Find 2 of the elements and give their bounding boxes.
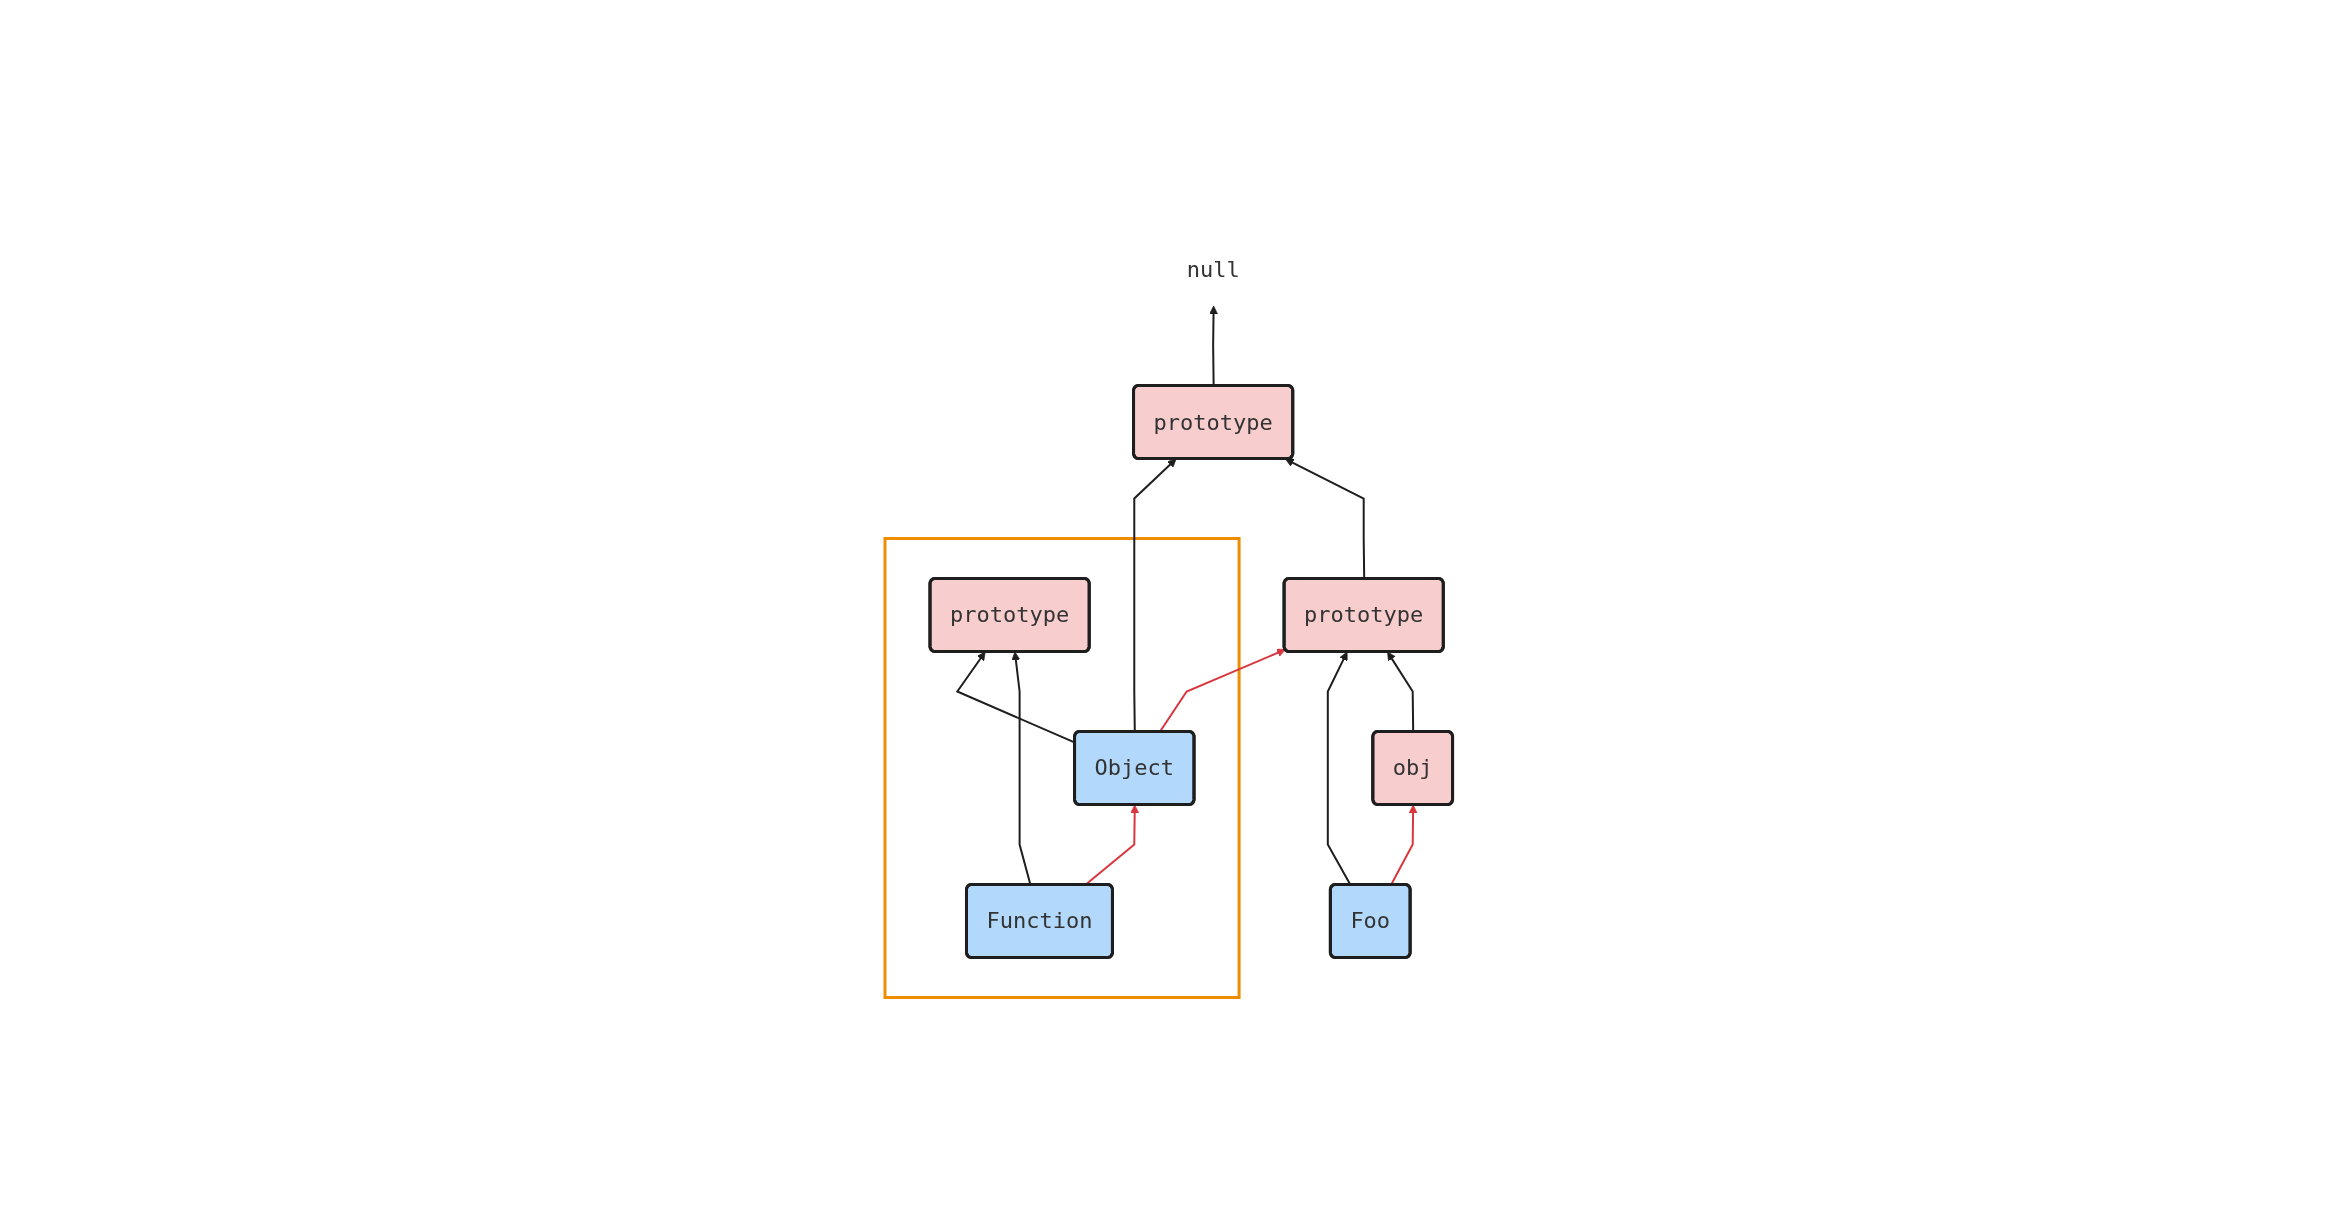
node-text: null	[1186, 256, 1240, 282]
cluster	[883, 537, 1241, 999]
